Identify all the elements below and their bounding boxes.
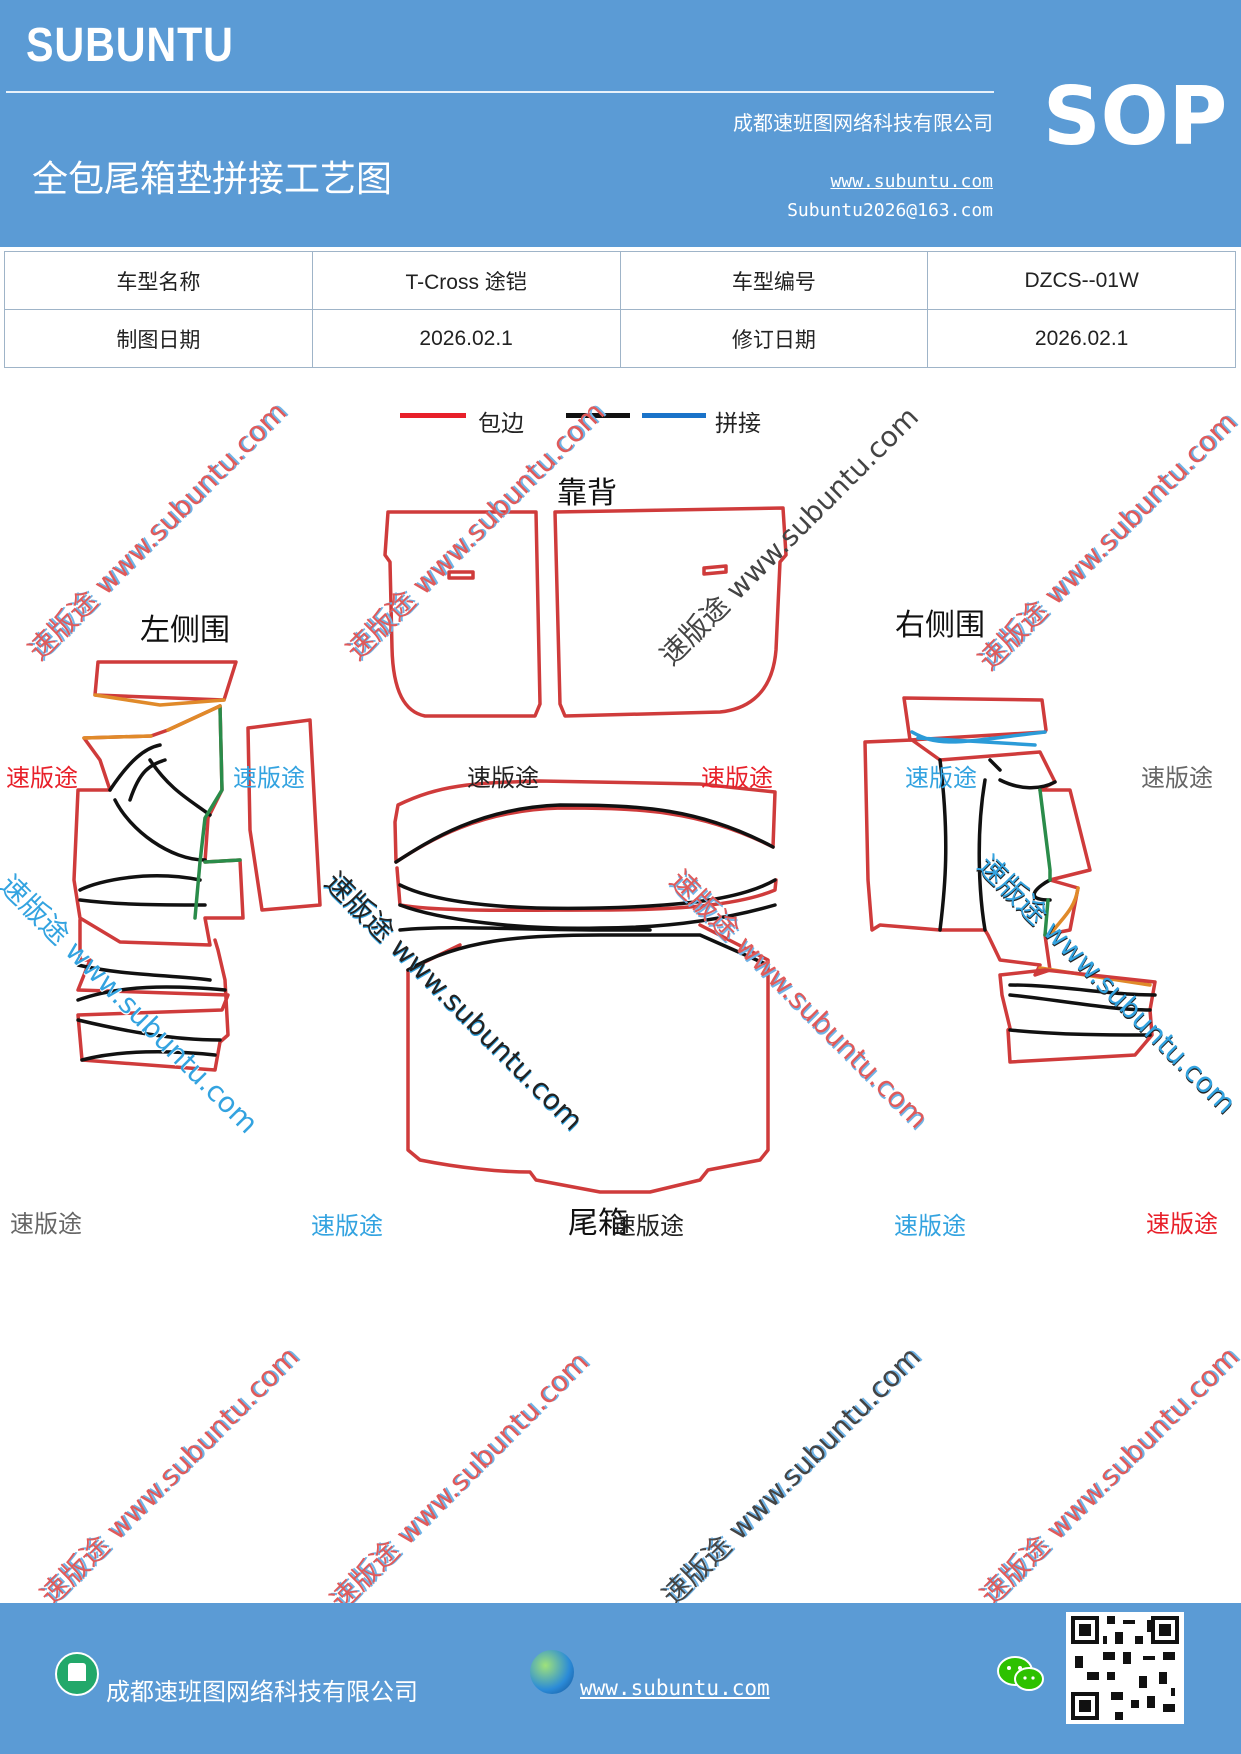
legend-swatch-edge [400, 413, 466, 418]
trunk-top-seam [394, 803, 775, 864]
table-cell: 2026.02.1 [927, 309, 1236, 368]
qr-code-image [1066, 1612, 1184, 1724]
right-side-lower-piece [998, 968, 1157, 1064]
legend-swatch-join [642, 413, 706, 418]
left-side-green-seam [193, 704, 242, 920]
watermark-text: 速版途 [612, 1212, 684, 1240]
company-building-icon [55, 1652, 99, 1696]
watermark-text: 速版途 [311, 1212, 383, 1240]
legend-label: 包边 [478, 411, 524, 437]
header-company-name: 成都速班图网络科技有限公司 [733, 111, 993, 135]
table-row: 制图日期 2026.02.1 修订日期 2026.02.1 [4, 309, 1236, 368]
wechat-icon [997, 1656, 1044, 1691]
left-side-seam [78, 743, 212, 907]
legend-label: 拼接 [715, 411, 761, 437]
footer-company-name: 成都速班图网络科技有限公司 [106, 1678, 418, 1706]
left-side-lower-seam [76, 963, 227, 1062]
backrest-slot [702, 564, 728, 576]
backrest-left-piece [383, 510, 542, 718]
right-side-label: 右侧围 [895, 608, 985, 643]
watermark-text: 速版途 [10, 1210, 82, 1238]
legend-swatch-seam [566, 413, 630, 418]
table-cell: 车型名称 [4, 251, 313, 310]
document-title: 全包尾箱垫拼接工艺图 [32, 159, 393, 200]
brand-logo-text: SUBUNTU [26, 19, 234, 72]
right-side-top-seam [910, 730, 1047, 747]
table-cell: T-Cross 途铠 [311, 251, 621, 310]
header-website-link[interactable]: www.subuntu.com [830, 171, 993, 192]
table-cell: DZCS--01W [927, 251, 1236, 310]
trunk-label: 尾箱 [568, 1206, 628, 1241]
backrest-right-piece [553, 506, 788, 718]
watermark-text: 速版途 [894, 1212, 966, 1240]
footer-website-link[interactable]: www.subuntu.com [580, 1676, 770, 1700]
backrest-label: 靠背 [557, 476, 617, 511]
trunk-mat-diagram [72, 506, 1157, 1194]
left-side-strip-piece [246, 718, 322, 912]
header-email: Subuntu2026@163.com [787, 200, 993, 221]
left-side-label: 左侧围 [140, 613, 230, 648]
left-side-top-seam [93, 693, 226, 707]
trunk-middle-piece [395, 866, 778, 913]
qr-code-pattern [1071, 1616, 1179, 1720]
table-cell: 修订日期 [619, 309, 929, 368]
right-side-seam [938, 758, 1057, 932]
left-side-main-piece [72, 704, 245, 947]
table-row: 车型名称 T-Cross 途铠 车型编号 DZCS--01W [4, 251, 1236, 310]
globe-icon [530, 1650, 574, 1694]
watermark-text: 速版途 [467, 764, 539, 792]
watermark-text: 速版途 [6, 764, 78, 792]
watermark-text: 速版途 [701, 764, 773, 792]
watermark-text: 速版途 [905, 764, 977, 792]
table-cell: 车型编号 [619, 251, 929, 310]
right-side-lower-seam [1008, 983, 1157, 1037]
backrest-slot [447, 570, 475, 580]
header-divider [6, 91, 994, 93]
left-side-top-piece [93, 660, 238, 702]
watermark-text: 速版途 [1141, 764, 1213, 792]
trunk-bottom-piece [406, 923, 770, 1194]
trunk-middle-seam [398, 878, 777, 932]
trunk-top-piece [393, 779, 777, 864]
watermark-text: 速版途 [233, 764, 305, 792]
sop-label: SOP [1043, 70, 1228, 163]
header-banner [0, 0, 1241, 247]
table-cell: 制图日期 [4, 309, 313, 368]
watermark-text: 速版途 [1146, 1210, 1218, 1238]
trunk-bottom-seam [406, 933, 770, 972]
left-side-orange-seam [82, 704, 222, 740]
vehicle-info-table: 车型名称 T-Cross 途铠 车型编号 DZCS--01W 制图日期 2026… [4, 251, 1236, 368]
table-cell: 2026.02.1 [311, 309, 621, 368]
right-side-green-seam [1038, 788, 1052, 937]
